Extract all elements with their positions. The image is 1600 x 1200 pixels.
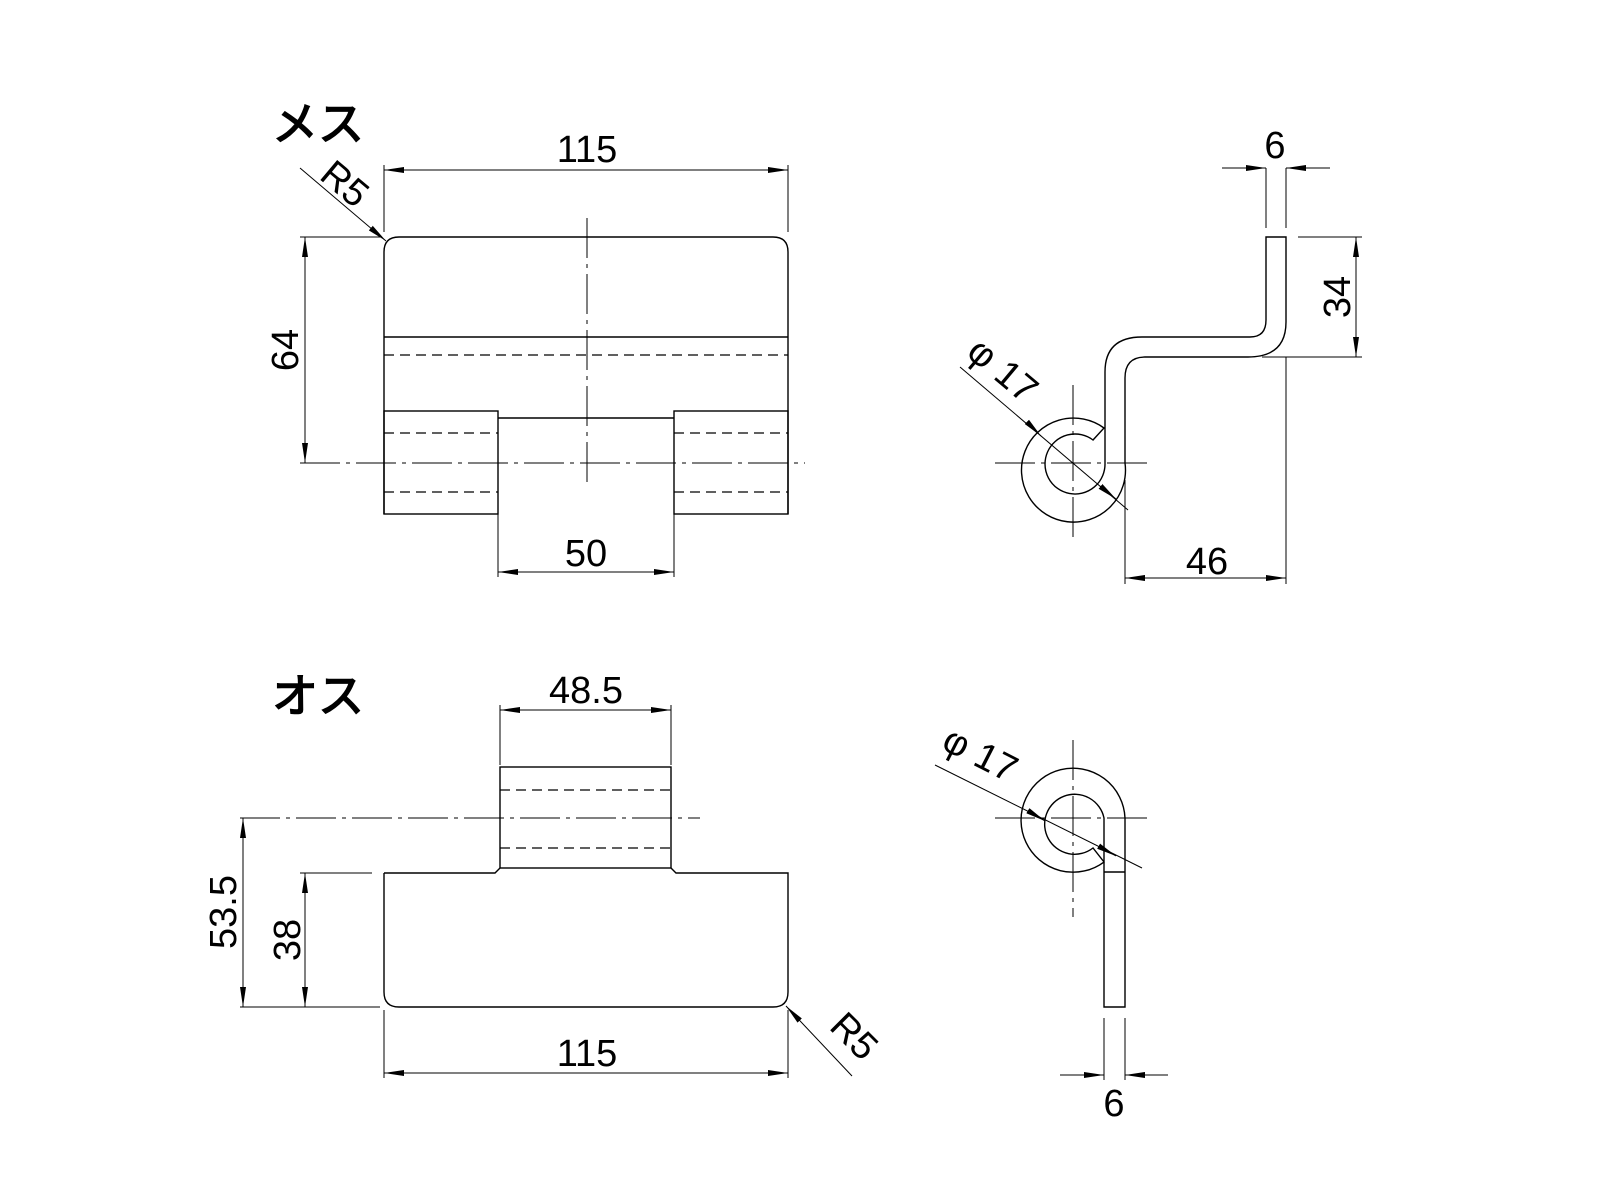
male-outline	[383, 867, 789, 1008]
female-thickness-label: 6	[1264, 125, 1285, 167]
female-gap-label: 50	[565, 533, 607, 575]
female-outline	[383, 236, 789, 514]
male-knuckle-width-label: 48.5	[549, 670, 623, 712]
male-total-height-label: 53.5	[203, 875, 245, 949]
female-height-label: 64	[265, 329, 307, 371]
male-front-view: オス 48.5 53.5 38 115 R5	[203, 670, 886, 1078]
male-thickness-label: 6	[1103, 1083, 1124, 1125]
female-diameter-label: φ 17	[959, 330, 1045, 412]
female-radius-label: R5	[312, 153, 376, 216]
female-side-height-label: 34	[1317, 276, 1359, 318]
female-side-view: φ 17 6 34 46	[959, 125, 1362, 584]
male-title: オス	[272, 670, 364, 722]
male-width-label: 115	[557, 1033, 618, 1075]
male-side-view: φ 17 6	[934, 719, 1168, 1125]
male-hook-profile	[1020, 767, 1126, 1008]
female-title: メス	[272, 98, 364, 150]
male-plate-height-label: 38	[267, 919, 309, 961]
male-radius-label: R5	[822, 1005, 886, 1069]
female-front-view: メス 115 R5 64 50	[265, 98, 805, 577]
female-hook-profile	[1020, 236, 1287, 523]
female-depth-label: 46	[1186, 541, 1228, 583]
female-width-label: 115	[557, 129, 618, 171]
male-diameter-label: φ 17	[936, 719, 1024, 792]
